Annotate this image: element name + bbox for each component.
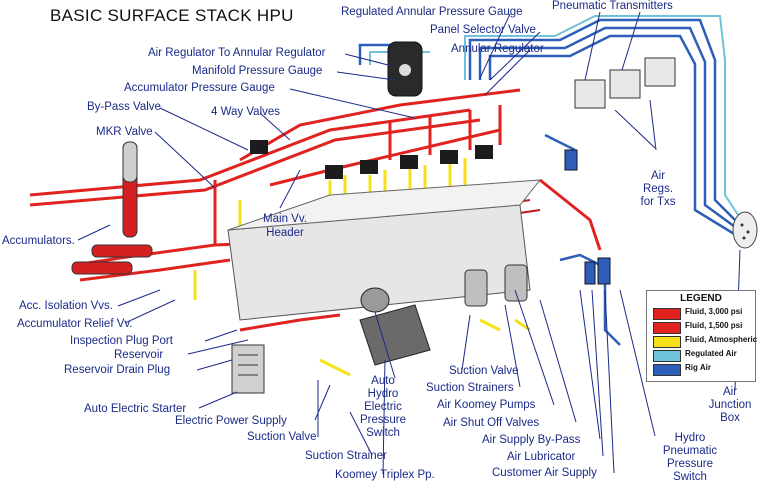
label-accumulators: Accumulators. bbox=[2, 235, 75, 247]
legend-label: Fluid, 3,000 psi bbox=[685, 307, 743, 316]
label-manifold-pressure-gauge: Manifold Pressure Gauge bbox=[192, 65, 323, 77]
label-reservoir: Reservoir bbox=[114, 349, 164, 361]
legend-swatch bbox=[653, 322, 681, 334]
four-way-valves bbox=[250, 140, 493, 179]
panel-selector-housing bbox=[387, 41, 423, 97]
label-air-koomey-pumps: Air Koomey Pumps bbox=[437, 399, 536, 411]
label-4-way-valves: 4 Way Valves bbox=[211, 106, 281, 118]
label-hydro-pneumatic-line3: Pressure bbox=[666, 458, 714, 470]
label-electric-power-supply: Electric Power Supply bbox=[175, 415, 287, 427]
label-acc-isolation-vvs: Acc. Isolation Vvs. bbox=[19, 300, 113, 312]
label-inspection-plug-port: Inspection Plug Port bbox=[70, 335, 173, 347]
label-auto-hydro-line4: Pressure bbox=[359, 414, 407, 426]
legend-label: Fluid, 1,500 psi bbox=[685, 321, 743, 330]
label-air-shut-off-valves: Air Shut Off Valves bbox=[443, 417, 540, 429]
label-hydro-pneumatic-line4: Switch bbox=[673, 471, 707, 483]
air-pumps bbox=[464, 264, 528, 307]
label-air-regs-line3: for Txs bbox=[640, 196, 676, 208]
label-by-pass-valve: By-Pass Valve bbox=[87, 101, 161, 113]
label-auto-hydro-line3: Electric bbox=[364, 401, 402, 413]
legend-swatch bbox=[653, 364, 681, 376]
label-air-lubricator: Air Lubricator bbox=[507, 451, 576, 463]
label-accumulator-relief-vv: Accumulator Relief Vv. bbox=[17, 318, 133, 330]
label-suction-strainer: Suction Strainer bbox=[305, 450, 387, 462]
air-junction-box bbox=[732, 211, 758, 249]
legend-label: Fluid, Atmospheric bbox=[685, 335, 758, 344]
label-customer-air-supply: Customer Air Supply bbox=[492, 467, 597, 479]
label-suction-strainers: Suction Strainers bbox=[426, 382, 514, 394]
label-koomey-triplex-pp: Koomey Triplex Pp. bbox=[335, 469, 435, 481]
legend-swatch bbox=[653, 350, 681, 362]
legend-swatch bbox=[653, 336, 681, 348]
label-suction-valve-left: Suction Valve bbox=[247, 431, 317, 443]
label-pneumatic-transmitters: Pneumatic Transmitters bbox=[552, 0, 673, 12]
air-lubricator-assembly bbox=[564, 149, 611, 285]
diagram-title: BASIC SURFACE STACK HPU bbox=[50, 6, 294, 25]
legend-label: Regulated Air bbox=[685, 349, 737, 358]
legend-title: LEGEND bbox=[680, 293, 722, 304]
label-air-regulator-to-annular-regulator: Air Regulator To Annular Regulator bbox=[148, 47, 326, 59]
label-auto-hydro-line1: Auto bbox=[371, 375, 395, 387]
label-auto-hydro-line5: Switch bbox=[366, 427, 400, 439]
label-accumulator-pressure-gauge: Accumulator Pressure Gauge bbox=[124, 82, 275, 94]
label-regulated-annular-pressure-gauge: Regulated Annular Pressure Gauge bbox=[341, 6, 523, 18]
pneumatic-transmitter-units bbox=[574, 57, 676, 109]
label-suction-valve-right: Suction Valve bbox=[449, 365, 519, 377]
label-hydro-pneumatic-line2: Pneumatic bbox=[662, 445, 718, 457]
label-auto-hydro-line2: Hydro bbox=[367, 388, 399, 400]
accumulator-bottles bbox=[71, 141, 153, 275]
label-auto-electric-starter: Auto Electric Starter bbox=[84, 403, 187, 415]
legend: LEGEND Fluid, 3,000 psi Fluid, 1,500 psi… bbox=[646, 290, 758, 382]
label-hydro-pneumatic-line1: Hydro bbox=[674, 432, 706, 444]
label-air-junction-line2: Junction bbox=[708, 399, 752, 411]
label-air-junction-line3: Box bbox=[720, 412, 740, 424]
label-mkr-valve: MKR Valve bbox=[96, 126, 153, 138]
electric-starter-box bbox=[231, 344, 265, 394]
legend-swatch bbox=[653, 308, 681, 320]
label-air-regs-line2: Regs. bbox=[642, 183, 674, 195]
label-air-junction-line1: Air bbox=[722, 386, 738, 398]
label-annular-regulator: Annular Regulator bbox=[451, 43, 544, 55]
label-air-regs-line1: Air bbox=[650, 170, 666, 182]
leader-lines bbox=[77, 11, 741, 475]
legend-label: Rig Air bbox=[685, 363, 711, 372]
label-air-supply-by-pass: Air Supply By-Pass bbox=[482, 434, 581, 446]
label-main-vv-header-line2: Header bbox=[266, 227, 304, 239]
label-main-vv-header-line1: Main Vv. bbox=[263, 213, 307, 225]
label-panel-selector-valve: Panel Selector Valve bbox=[430, 24, 536, 36]
label-reservoir-drain-plug: Reservoir Drain Plug bbox=[64, 364, 171, 376]
reservoir-tank bbox=[227, 179, 542, 321]
